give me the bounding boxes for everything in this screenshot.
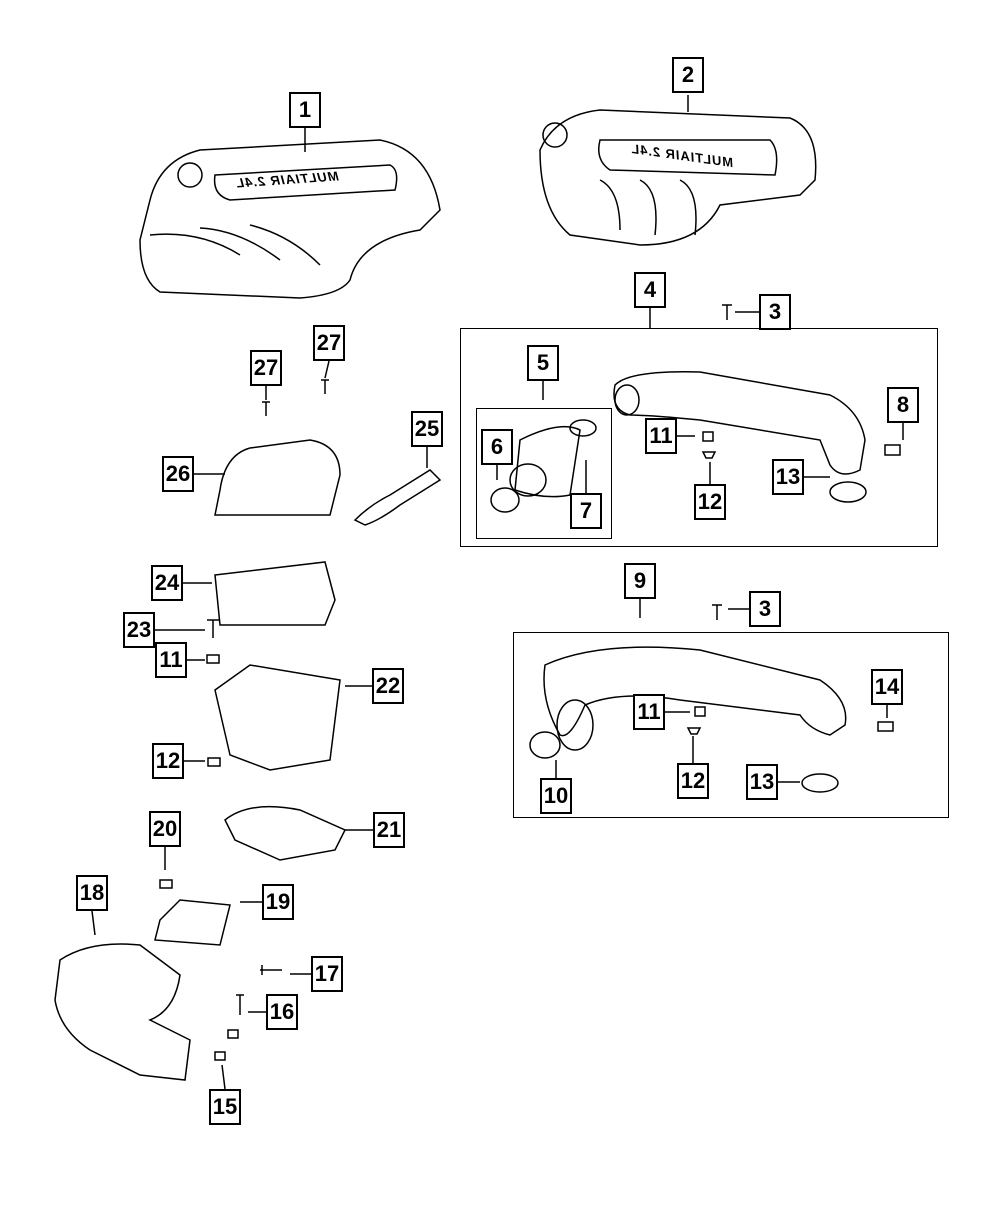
- air-filter-24: [214, 561, 336, 626]
- grommet-11c: [206, 654, 220, 664]
- callout-3[interactable]: 3: [759, 294, 791, 330]
- callout-3[interactable]: 3: [749, 591, 781, 627]
- screw-27b: [321, 379, 329, 394]
- callout-4[interactable]: 4: [634, 272, 666, 308]
- callout-7[interactable]: 7: [570, 493, 602, 529]
- engine-cover-1: [139, 139, 441, 299]
- grommet-11b: [694, 706, 706, 717]
- sensor-8: [884, 444, 901, 456]
- clamp-13b: [801, 773, 839, 793]
- callout-19[interactable]: 19: [262, 884, 294, 920]
- callout-10[interactable]: 10: [540, 778, 572, 814]
- screw-3b: [712, 604, 722, 620]
- callout-12[interactable]: 12: [677, 763, 709, 799]
- engine-cover-2: [539, 109, 817, 246]
- callout-9[interactable]: 9: [624, 563, 656, 599]
- screw-3a: [722, 304, 732, 320]
- callout-27[interactable]: 27: [250, 350, 282, 386]
- clamp-10: [529, 731, 561, 759]
- callout-2[interactable]: 2: [672, 57, 704, 93]
- callout-21[interactable]: 21: [373, 812, 405, 848]
- screw-27a: [262, 401, 270, 416]
- callout-27[interactable]: 27: [313, 325, 345, 361]
- callout-26[interactable]: 26: [162, 456, 194, 492]
- nut-15a: [227, 1029, 239, 1039]
- leader-lines: [91, 95, 904, 1090]
- group-box-4: [460, 328, 938, 547]
- callout-20[interactable]: 20: [149, 811, 181, 847]
- callout-23[interactable]: 23: [123, 612, 155, 648]
- callout-15[interactable]: 15: [209, 1089, 241, 1125]
- callout-14[interactable]: 14: [871, 669, 903, 705]
- grommet-11a: [702, 431, 714, 442]
- callout-16[interactable]: 16: [266, 994, 298, 1030]
- hose-6: [514, 425, 581, 498]
- callout-12[interactable]: 12: [694, 484, 726, 520]
- callout-17[interactable]: 17: [311, 956, 343, 992]
- fastener-20: [159, 879, 173, 889]
- hose-25: [353, 469, 442, 526]
- callout-24[interactable]: 24: [151, 565, 183, 601]
- air-box-22: [214, 664, 341, 771]
- callout-25[interactable]: 25: [411, 411, 443, 447]
- sensor-14: [877, 721, 894, 732]
- callout-8[interactable]: 8: [887, 387, 919, 423]
- bolt-23: [207, 619, 219, 638]
- callout-11[interactable]: 11: [155, 642, 187, 678]
- callout-1[interactable]: 1: [289, 92, 321, 128]
- callout-6[interactable]: 6: [481, 429, 513, 465]
- callout-11[interactable]: 11: [633, 694, 665, 730]
- callout-5[interactable]: 5: [527, 345, 559, 381]
- group-box-5: [476, 408, 612, 539]
- sensor-16: [236, 994, 244, 1015]
- group-box-9: [513, 632, 949, 818]
- clamp-6: [490, 487, 520, 513]
- nut-15b: [214, 1051, 226, 1061]
- air-box-cover-26: [214, 439, 341, 516]
- bolt-17: [260, 965, 282, 975]
- callout-13[interactable]: 13: [746, 764, 778, 800]
- nut-12c: [207, 757, 221, 767]
- intake-duct-18: [54, 943, 191, 1081]
- callout-18[interactable]: 18: [76, 875, 108, 911]
- resonator-19: [154, 899, 231, 946]
- callout-11[interactable]: 11: [645, 418, 677, 454]
- air-duct-9: [543, 646, 847, 737]
- callout-12[interactable]: 12: [152, 743, 184, 779]
- bracket-21: [224, 805, 347, 861]
- nut-12a: [701, 451, 717, 459]
- clamp-7: [569, 419, 597, 437]
- nut-12b: [686, 727, 702, 735]
- clamp-13a: [829, 481, 867, 503]
- callout-13[interactable]: 13: [772, 459, 804, 495]
- callout-22[interactable]: 22: [372, 668, 404, 704]
